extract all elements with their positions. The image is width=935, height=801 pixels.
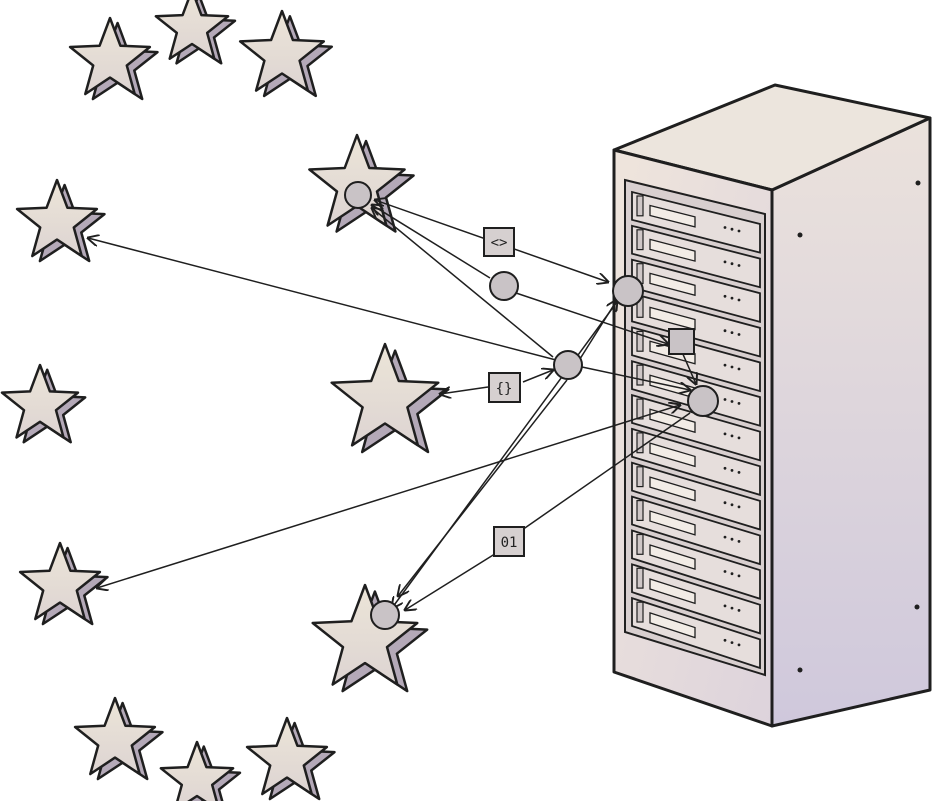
arrow-icon: [681, 351, 696, 384]
arrow-icon: [440, 386, 489, 394]
arrow-icon: [581, 366, 690, 390]
data-node-icon: [687, 385, 719, 417]
arrow-icon: [372, 208, 554, 358]
star-icon: [159, 740, 242, 801]
server-rack-icon: [612, 83, 932, 728]
tag-json: {}: [488, 372, 521, 403]
tag-html: <>: [483, 227, 515, 257]
tag-binary: 01: [493, 526, 525, 557]
star-icon: [0, 363, 87, 444]
data-nodes: [344, 181, 719, 630]
server-unit: [631, 190, 761, 254]
data-node-icon: [489, 271, 519, 301]
arrow-icon: [88, 238, 557, 361]
arrow-icon: [405, 551, 499, 610]
tag-binary-label: 01: [501, 535, 518, 551]
star-icon: [245, 716, 336, 801]
tag-json-label: {}: [496, 381, 513, 397]
arrow-icon: [522, 370, 553, 383]
data-node-icon: [668, 328, 695, 355]
server-unit: [631, 224, 761, 289]
arrow-icon: [398, 379, 568, 596]
tag-html-label: <>: [491, 235, 508, 251]
data-node-icon: [553, 350, 583, 380]
arrow-icon: [521, 412, 691, 531]
star-icon: [154, 0, 237, 65]
star-icon: [238, 9, 334, 98]
server-unit: [631, 292, 761, 358]
data-node-icon: [344, 181, 372, 209]
star-icon: [330, 342, 450, 454]
arrow-icon: [392, 301, 618, 608]
star-icon: [15, 178, 106, 263]
server-unit: [631, 596, 761, 670]
star-icon: [18, 541, 109, 626]
star-icon: [311, 583, 429, 693]
arrow-icon: [97, 405, 680, 588]
arrow-icon: [372, 205, 491, 279]
arrow-icon: [515, 292, 668, 344]
star-icon: [73, 696, 164, 781]
data-node-icon: [370, 600, 400, 630]
star-icon: [68, 16, 159, 101]
data-node-icon: [612, 275, 644, 307]
star-circle: [0, 0, 450, 801]
